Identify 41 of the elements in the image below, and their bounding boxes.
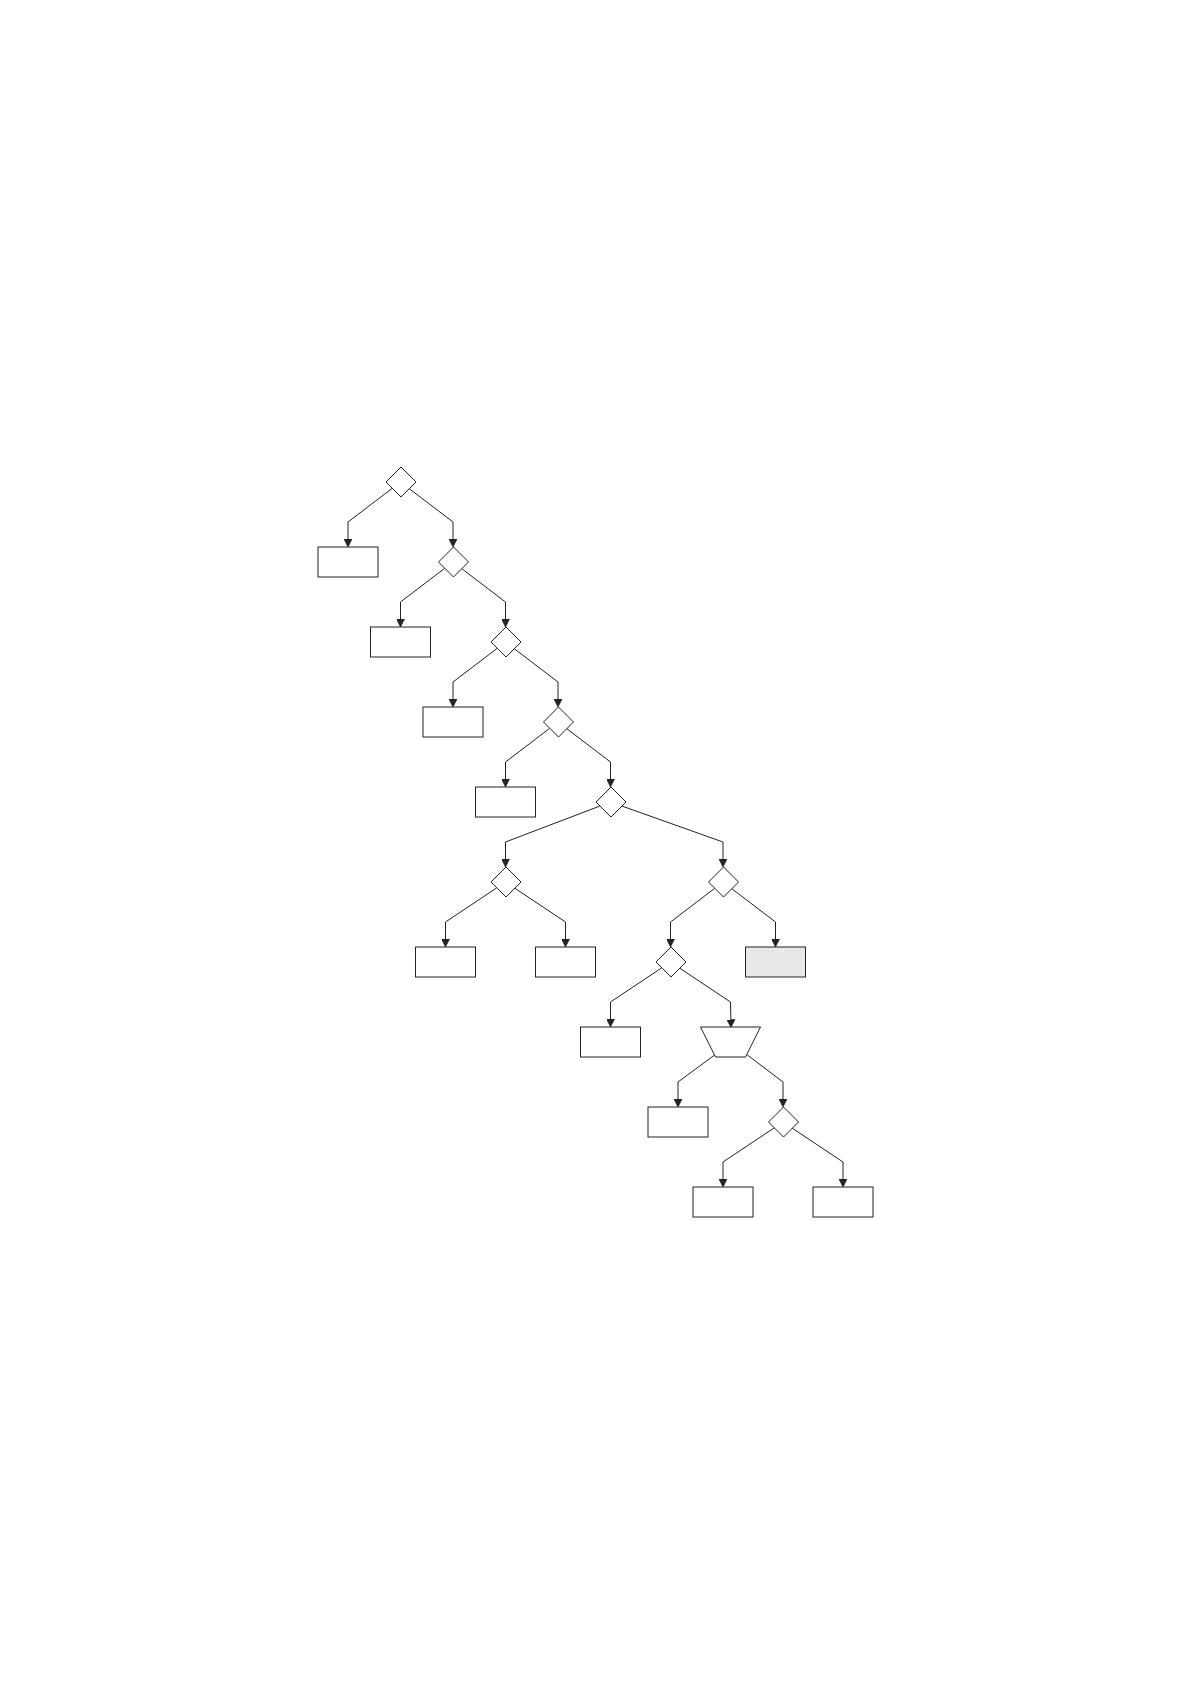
node-diamond — [655, 946, 687, 978]
node-diamond — [438, 546, 469, 578]
node-box — [535, 946, 596, 978]
node-diamond — [768, 1106, 799, 1138]
arrow — [718, 1127, 775, 1188]
arrow — [501, 728, 550, 788]
arrow — [396, 568, 445, 628]
arrow — [666, 888, 715, 948]
node-diamond — [595, 786, 627, 818]
arrow — [343, 488, 393, 548]
node-box — [475, 786, 536, 818]
arrow — [731, 888, 780, 948]
arrow — [461, 568, 510, 628]
arrow — [408, 488, 458, 548]
node-diamond — [490, 866, 522, 898]
arrow — [514, 887, 570, 948]
node-box — [415, 946, 476, 978]
arrow — [501, 805, 601, 868]
arrow — [606, 967, 662, 1028]
node-box — [422, 706, 484, 738]
arrow — [791, 1127, 848, 1188]
arrow — [441, 887, 497, 948]
node-diamond — [708, 866, 739, 898]
node-trapezoid — [700, 1026, 761, 1058]
arrow — [513, 648, 563, 708]
node-box — [812, 1186, 874, 1218]
node-diamond — [385, 466, 417, 498]
node-box — [580, 1026, 641, 1058]
arrow — [448, 648, 498, 708]
node-box — [745, 946, 806, 978]
arrow — [621, 805, 728, 868]
node-box — [647, 1106, 709, 1138]
node-box — [317, 546, 379, 578]
arrow — [679, 967, 736, 1028]
node-box — [370, 626, 431, 658]
node-diamond — [490, 626, 522, 658]
node-diamond — [543, 706, 574, 738]
arrow — [566, 728, 615, 788]
node-box — [692, 1186, 754, 1218]
arrow — [746, 1054, 788, 1108]
arrow — [673, 1054, 716, 1108]
